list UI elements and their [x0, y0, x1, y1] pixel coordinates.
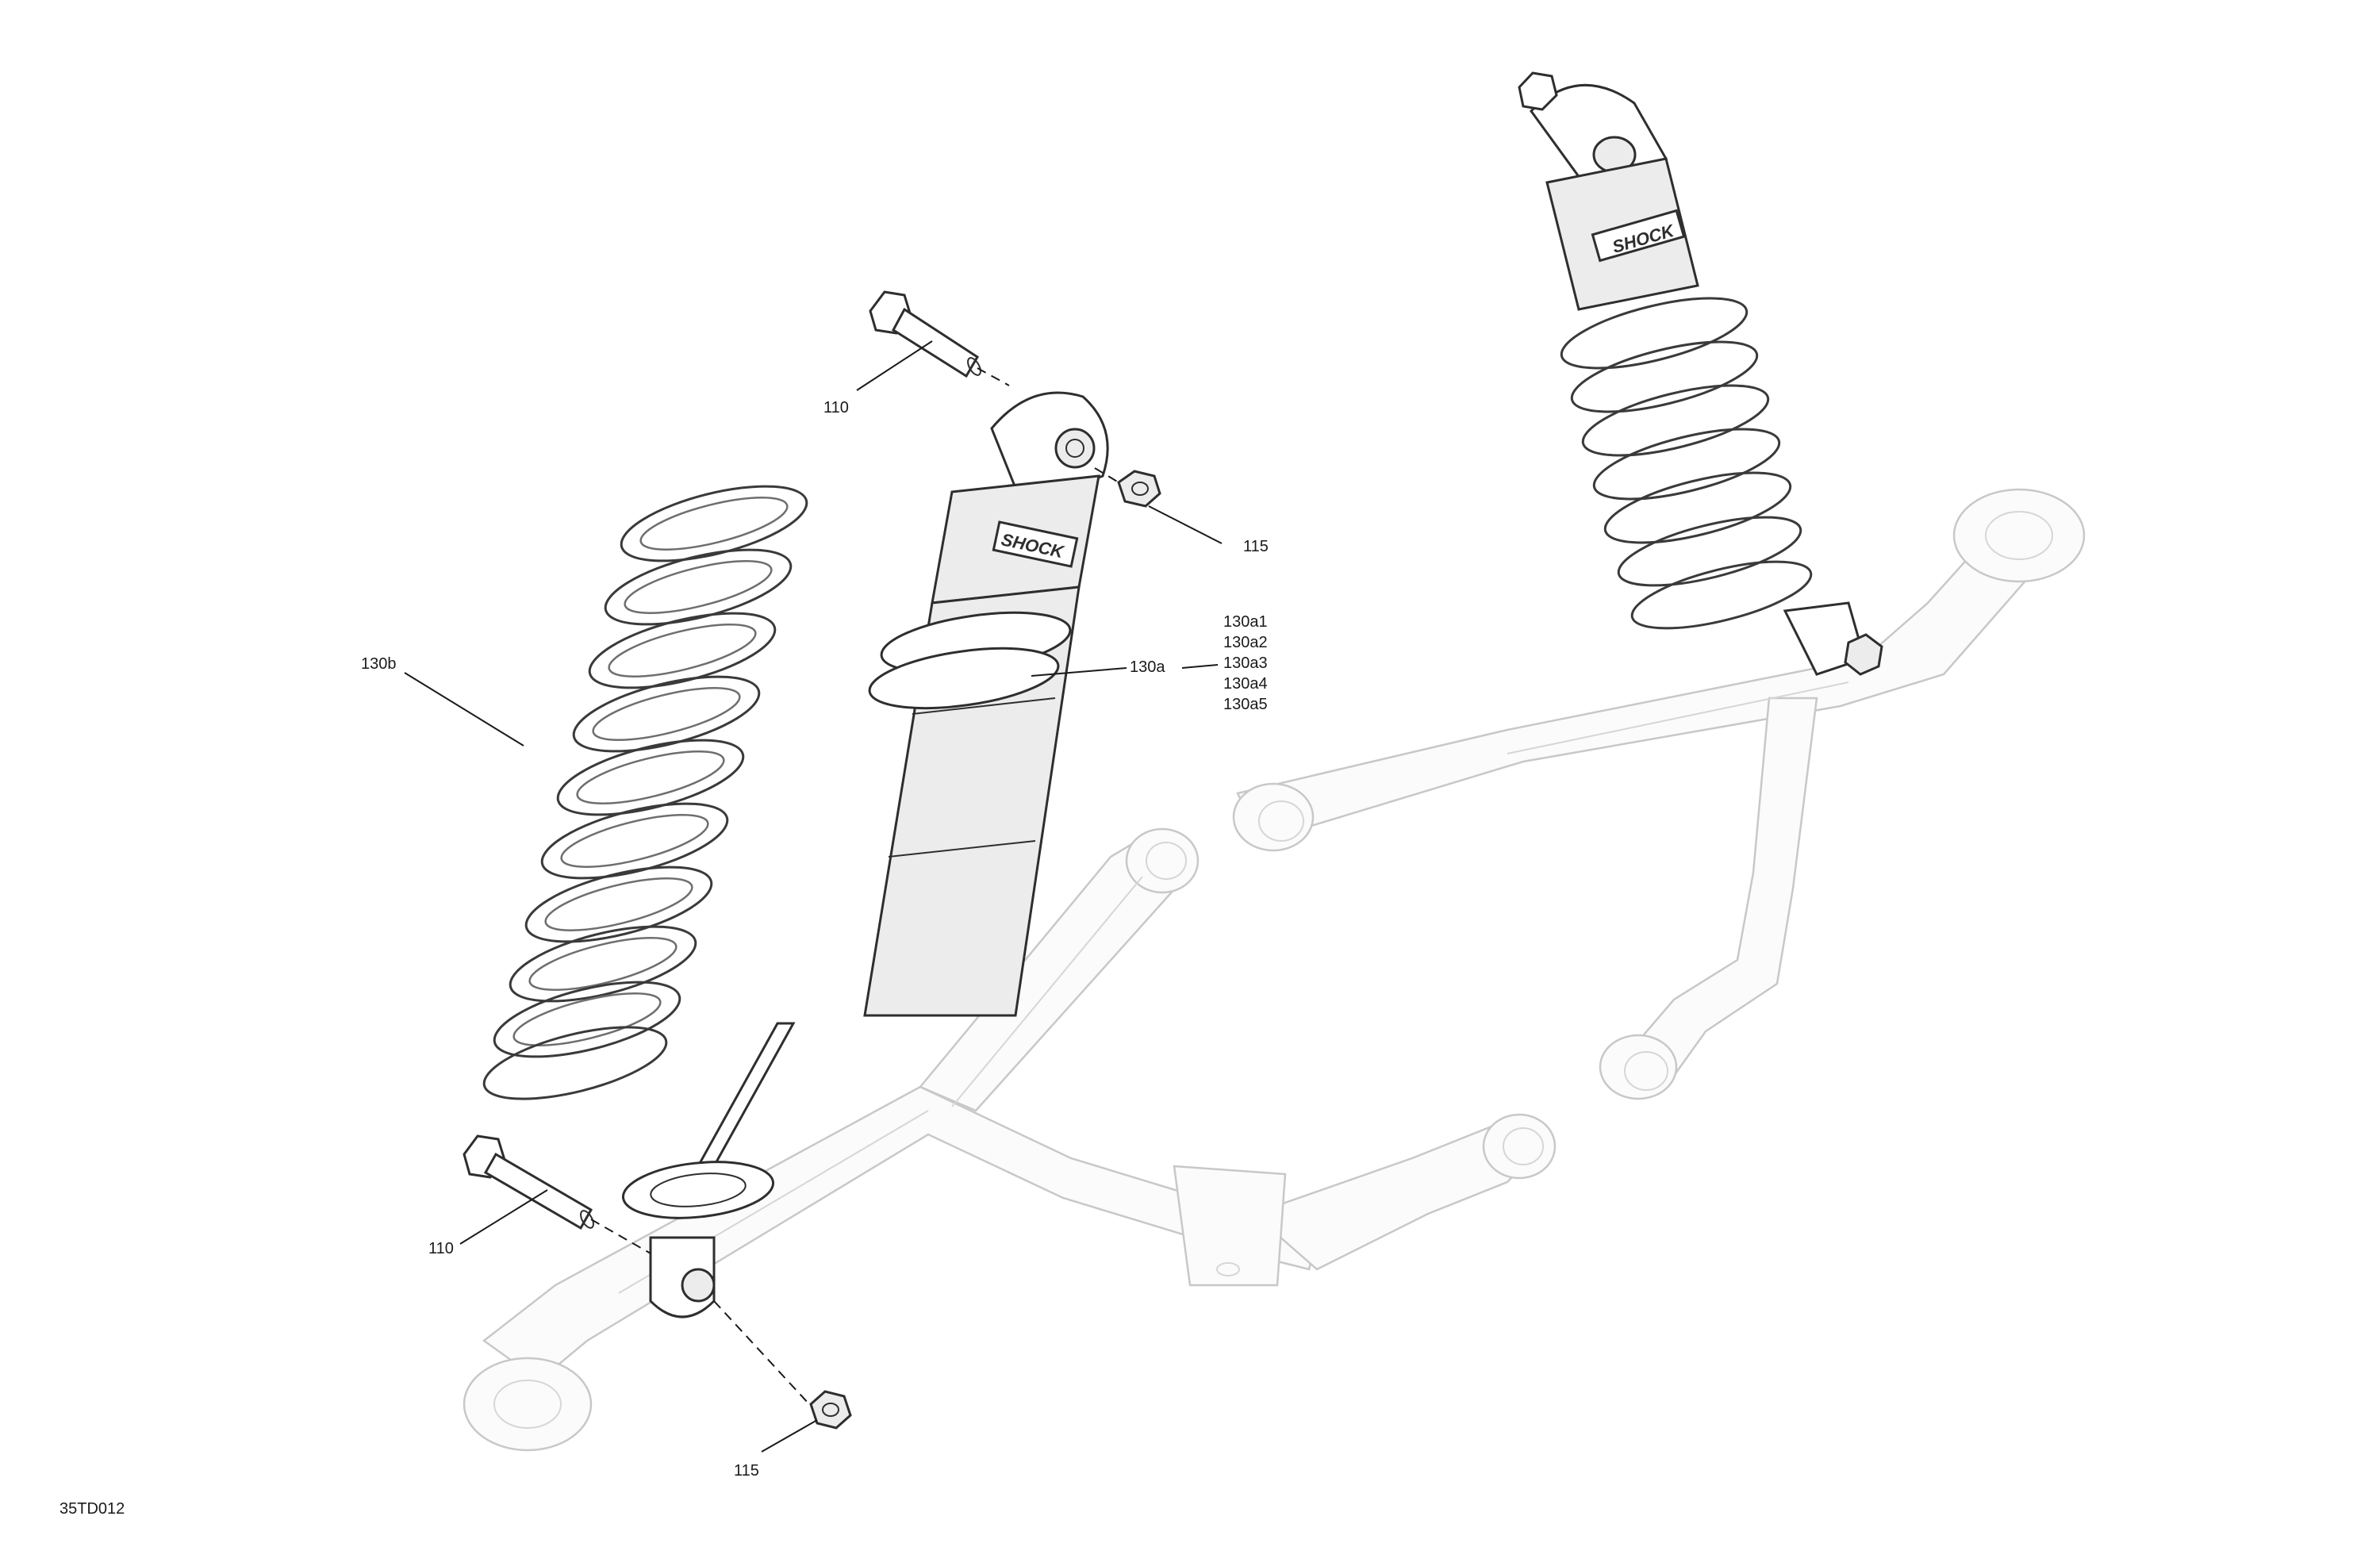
upper-bolt [869, 290, 981, 378]
leader-spring [404, 672, 524, 747]
coil-spring [482, 485, 808, 1100]
upper-mount-axis [977, 367, 1010, 386]
leader-bolt-lower [459, 1189, 548, 1245]
leader-bolt-upper [856, 340, 933, 391]
shock-absorber: SHOCK [621, 391, 1109, 1318]
lower-mount-axis [590, 1219, 651, 1254]
leader-nut-upper [1148, 505, 1223, 544]
lower-nut-axis [713, 1300, 810, 1405]
callout-ring-variant-2: 130a2 [1223, 634, 1268, 651]
callout-ring-variant-1: 130a1 [1223, 613, 1268, 631]
lower-bolt [463, 1134, 594, 1230]
drawing-code: 35TD012 [60, 1500, 125, 1518]
callout-spring: 130b [361, 655, 397, 673]
callout-bolt-lower: 110 [428, 1240, 454, 1257]
assembled-coil-spring [1560, 297, 1813, 630]
callout-bolt-upper: 110 [823, 399, 849, 416]
callout-nut-lower: 115 [734, 1462, 759, 1480]
callout-ring-variant-3: 130a3 [1223, 654, 1268, 672]
upper-nut-axis [1094, 467, 1119, 483]
leader-nut-lower [761, 1419, 818, 1453]
lower-nut [809, 1390, 852, 1430]
leader-ring-group [1031, 667, 1127, 677]
callout-ring-variant-5: 130a5 [1223, 696, 1268, 713]
assembled-shock-absorber: SHOCK [1530, 83, 1883, 676]
assembled-top-bolt [1518, 71, 1558, 111]
callout-ring-group: 130a [1130, 658, 1165, 676]
lower-a-arm [463, 827, 1557, 1452]
upper-a-arm [1232, 488, 2086, 1100]
leader-ring-variants [1181, 664, 1219, 669]
upper-nut [1117, 470, 1161, 508]
callout-nut-upper: 115 [1243, 538, 1269, 555]
callout-ring-variant-4: 130a4 [1223, 675, 1268, 693]
